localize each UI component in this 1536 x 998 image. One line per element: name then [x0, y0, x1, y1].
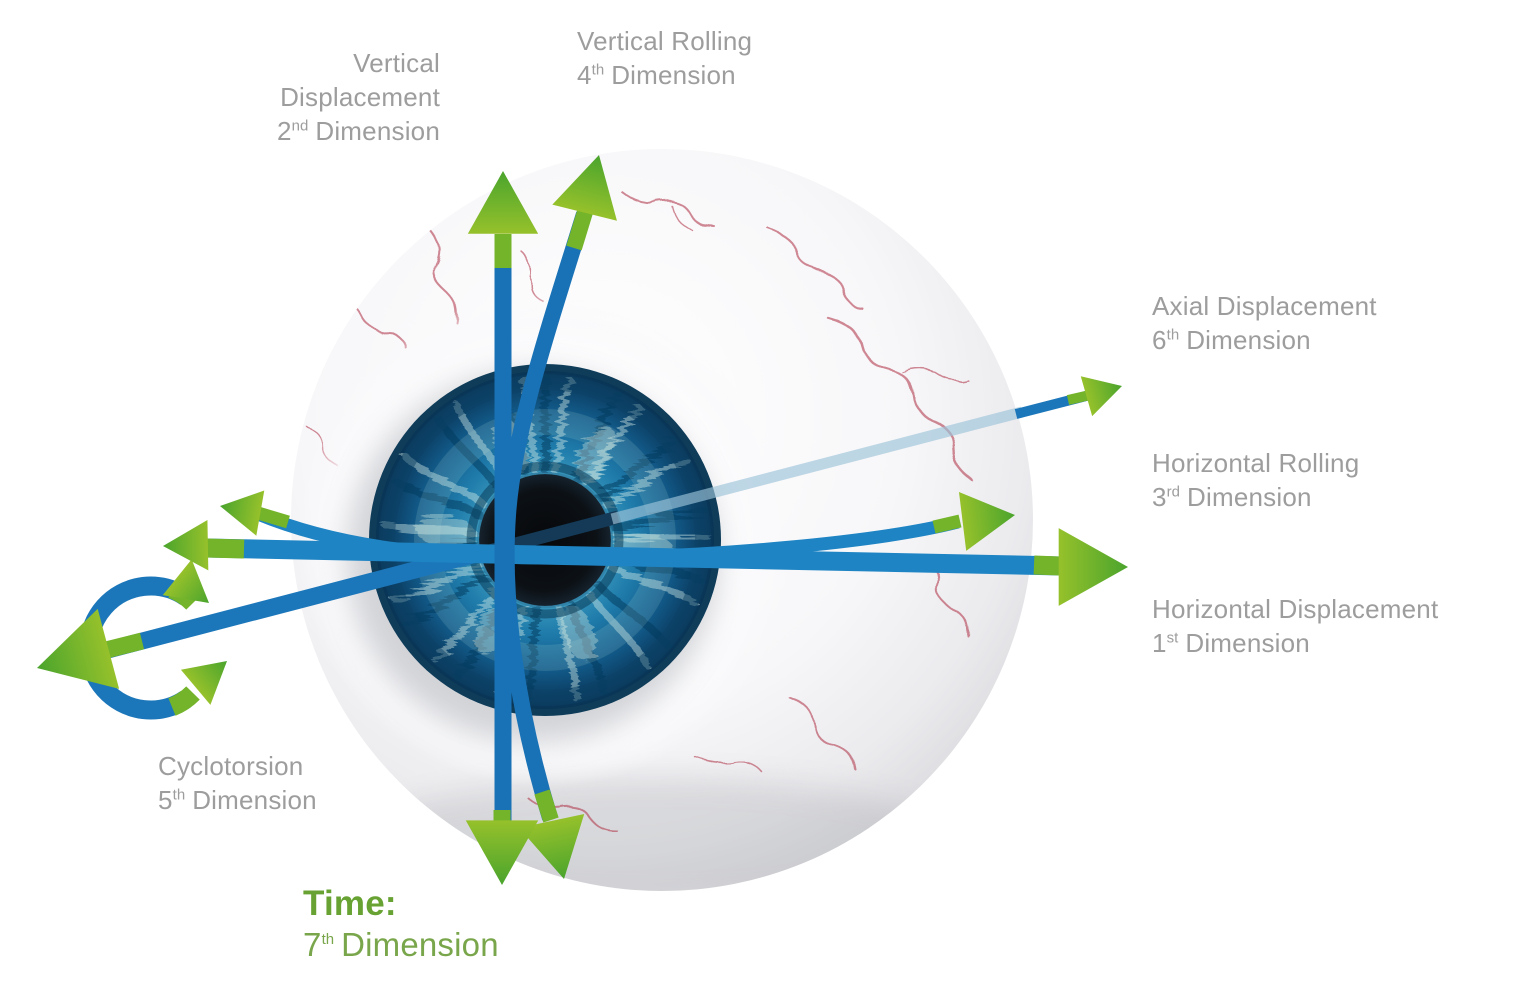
- horizontal-rolling-arrowhead-left: [216, 483, 265, 536]
- axial-displacement-arrow: [26, 366, 1128, 709]
- label-title: Vertical Rolling: [577, 26, 753, 56]
- horizontal-displacement-arrowhead-right: [1058, 528, 1128, 606]
- label-title: Horizontal Displacement: [1152, 594, 1439, 624]
- label-title: Time:: [303, 884, 397, 923]
- cyclotorsion-arrowhead-top: [162, 559, 224, 621]
- label-title: Horizontal Rolling: [1152, 448, 1360, 478]
- label-title-line1: Vertical: [353, 48, 440, 78]
- axial-arrowhead-far: [1080, 366, 1128, 417]
- iris: [369, 364, 721, 716]
- horizontal-displacement-arrowhead-left: [162, 520, 209, 572]
- label-title: Axial Displacement: [1152, 291, 1377, 321]
- label-title-line2: Displacement: [280, 82, 440, 112]
- horizontal-displacement-arrow: [162, 520, 1128, 606]
- vertical-displacement-arrow: [465, 171, 539, 885]
- label-title: Cyclotorsion: [158, 751, 304, 781]
